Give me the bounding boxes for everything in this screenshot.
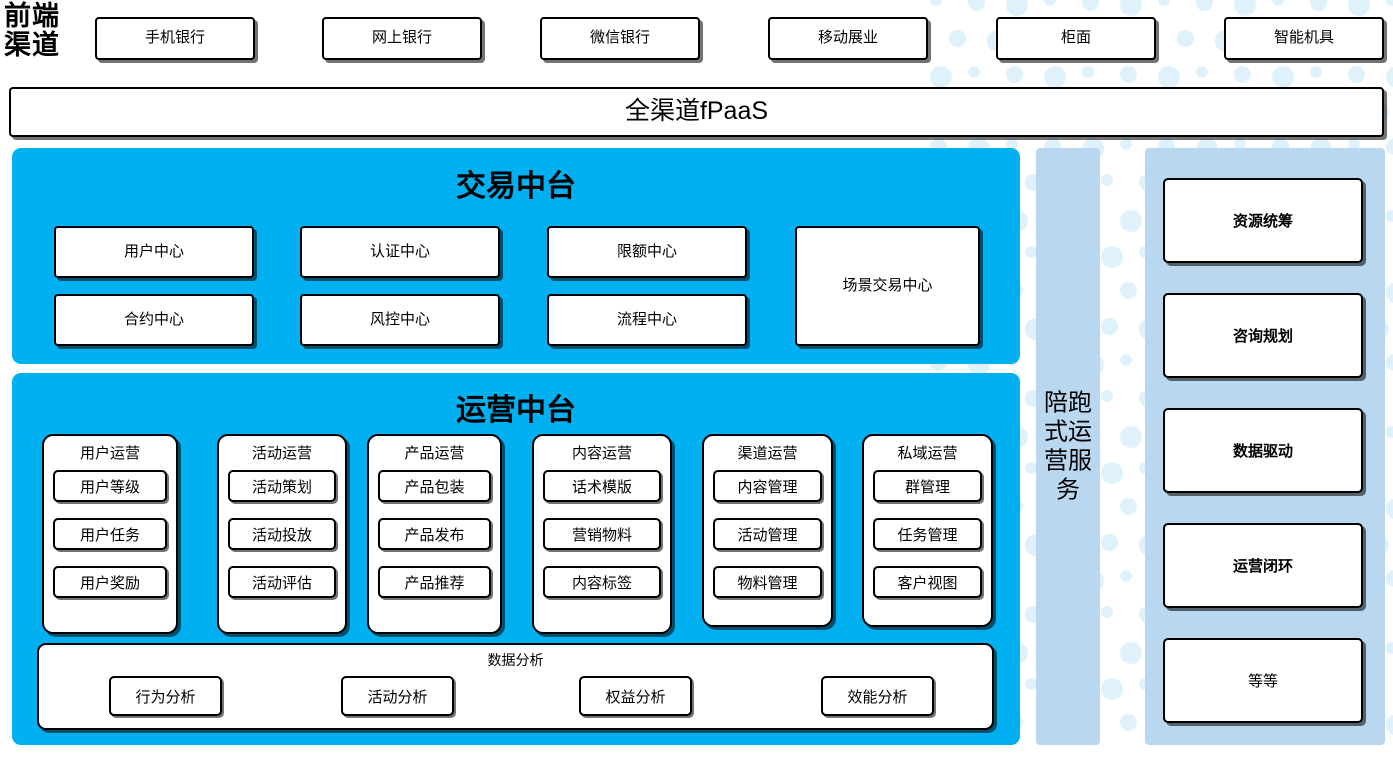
analytics-box-2[interactable]: 活动分析 — [341, 676, 454, 716]
operations-platform-title: 运营中台 — [456, 394, 576, 427]
channel-box-6[interactable]: 智能机具 — [1224, 17, 1384, 60]
trade-center-box-3[interactable]: 限额中心 — [547, 226, 747, 278]
analytics-box-4[interactable]: 效能分析 — [821, 676, 934, 716]
analytics-box-1[interactable]: 行为分析 — [109, 676, 222, 716]
ops-group-6: 私域运营群管理任务管理客户视图 — [862, 434, 993, 627]
trade-center-box-7[interactable]: 场景交易中心 — [795, 226, 980, 346]
trade-center-box-5[interactable]: 风控中心 — [300, 294, 500, 346]
ops-item[interactable]: 物料管理 — [713, 566, 822, 598]
trade-center-box-1[interactable]: 用户中心 — [54, 226, 254, 278]
capability-box-1[interactable]: 资源统筹 — [1163, 178, 1363, 263]
ops-group-3: 产品运营产品包装产品发布产品推荐 — [367, 434, 502, 634]
channel-box-3[interactable]: 微信银行 — [540, 17, 700, 60]
ops-item[interactable]: 营销物料 — [543, 518, 661, 550]
frontend-channel-label-line1: 前端 — [4, 1, 60, 31]
data-analytics-title: 数据分析 — [487, 652, 544, 668]
ops-group-title: 活动运营 — [251, 445, 312, 462]
ops-item[interactable]: 话术模版 — [543, 470, 661, 502]
ops-item[interactable]: 产品发布 — [378, 518, 491, 550]
trade-center-box-2[interactable]: 认证中心 — [300, 226, 500, 278]
channel-box-2[interactable]: 网上银行 — [322, 17, 482, 60]
channel-box-5[interactable]: 柜面 — [996, 17, 1156, 60]
capability-box-2[interactable]: 咨询规划 — [1163, 293, 1363, 378]
capability-box-4[interactable]: 运营闭环 — [1163, 523, 1363, 608]
trade-center-box-6[interactable]: 流程中心 — [547, 294, 747, 346]
analytics-box-3[interactable]: 权益分析 — [579, 676, 692, 716]
ops-group-title: 内容运营 — [571, 445, 632, 462]
capability-box-5[interactable]: 等等 — [1163, 638, 1363, 723]
ops-item[interactable]: 内容管理 — [713, 470, 822, 502]
ops-item[interactable]: 用户任务 — [53, 518, 167, 550]
ops-item[interactable]: 内容标签 — [543, 566, 661, 598]
ops-group-title: 用户运营 — [79, 445, 140, 462]
ops-item[interactable]: 活动策划 — [228, 470, 336, 502]
ops-group-4: 内容运营话术模版营销物料内容标签 — [532, 434, 672, 634]
ops-item[interactable]: 活动投放 — [228, 518, 336, 550]
capability-rail: 资源统筹咨询规划数据驱动运营闭环等等 — [1145, 148, 1385, 745]
trade-middle-platform-panel: 交易中台 用户中心认证中心限额中心合约中心风控中心流程中心场景交易中心 — [12, 148, 1020, 364]
capability-box-3[interactable]: 数据驱动 — [1163, 408, 1363, 493]
frontend-channel-label-line2: 渠道 — [4, 30, 60, 61]
trade-platform-title: 交易中台 — [456, 170, 576, 203]
channel-box-1[interactable]: 手机银行 — [95, 17, 255, 60]
ops-item[interactable]: 任务管理 — [873, 518, 982, 550]
ops-item[interactable]: 产品推荐 — [378, 566, 491, 598]
data-analytics-card: 数据分析 行为分析 活动分析 权益分析 效能分析 — [37, 643, 994, 730]
ops-item[interactable]: 活动评估 — [228, 566, 336, 598]
ops-group-5: 渠道运营内容管理活动管理物料管理 — [702, 434, 833, 627]
ops-group-title: 私域运营 — [897, 445, 958, 462]
omnichannel-fpaas-bar[interactable]: 全渠道fPaaS — [9, 87, 1384, 137]
ops-item[interactable]: 客户视图 — [873, 566, 982, 598]
ops-group-1: 用户运营用户等级用户任务用户奖励 — [42, 434, 178, 634]
ops-item[interactable]: 用户奖励 — [53, 566, 167, 598]
accompanying-operation-service-rail: 陪跑式运营服务 — [1036, 148, 1100, 745]
ops-group-title: 渠道运营 — [737, 445, 798, 462]
ops-item[interactable]: 群管理 — [873, 470, 982, 502]
trade-center-box-4[interactable]: 合约中心 — [54, 294, 254, 346]
channel-box-4[interactable]: 移动展业 — [768, 17, 928, 60]
ops-item[interactable]: 产品包装 — [378, 470, 491, 502]
ops-group-2: 活动运营活动策划活动投放活动评估 — [217, 434, 347, 634]
frontend-channel-label: 前端 渠道 — [4, 1, 82, 61]
ops-item[interactable]: 活动管理 — [713, 518, 822, 550]
accompanying-operation-service-label: 陪跑式运营服务 — [1044, 388, 1092, 504]
ops-item[interactable]: 用户等级 — [53, 470, 167, 502]
ops-group-title: 产品运营 — [404, 445, 465, 462]
